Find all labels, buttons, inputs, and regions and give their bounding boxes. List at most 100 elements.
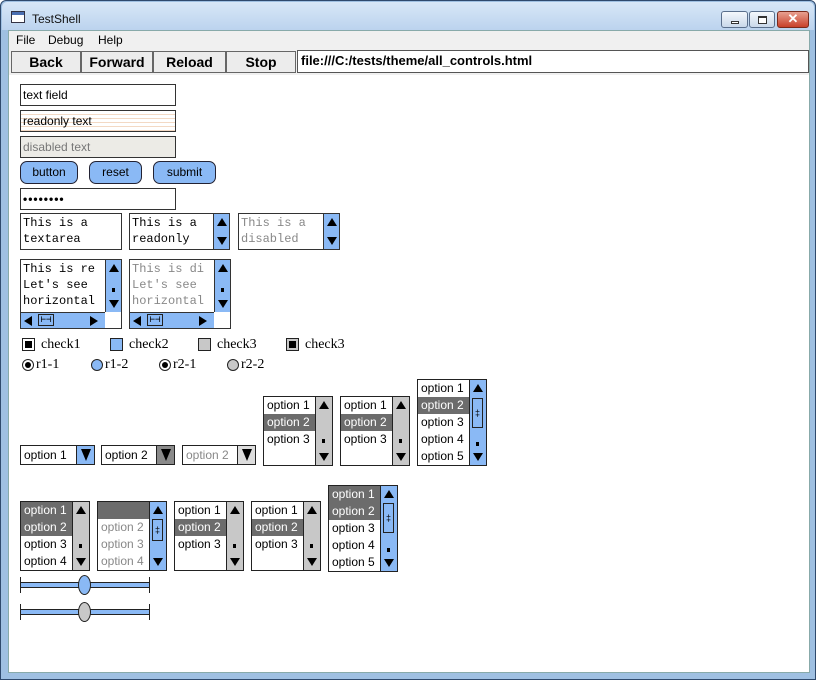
scroll-up-icon[interactable]	[473, 384, 483, 392]
vertical-scrollbar[interactable]	[226, 502, 243, 570]
scroll-down-icon[interactable]	[307, 558, 317, 566]
listbox[interactable]: option 1 option 2 option 3	[340, 396, 410, 466]
checkbox-2[interactable]	[110, 338, 123, 351]
close-button[interactable]: ✕	[777, 11, 809, 28]
vertical-scrollbar[interactable]: ‡	[469, 380, 486, 465]
range-slider[interactable]	[20, 602, 150, 622]
scroll-down-icon[interactable]	[217, 237, 227, 245]
list-option[interactable]: option 3	[24, 537, 67, 551]
scroll-thumb[interactable]	[310, 544, 313, 548]
list-option[interactable]: option 5	[332, 555, 375, 569]
scroll-up-icon[interactable]	[109, 264, 119, 272]
list-option[interactable]: option 4	[421, 432, 464, 446]
list-option[interactable]: option 3	[344, 432, 387, 446]
range-slider[interactable]	[20, 575, 150, 595]
list-option[interactable]: option 3	[332, 521, 375, 535]
scroll-right-icon[interactable]	[90, 316, 98, 326]
list-option[interactable]: option 1	[255, 503, 298, 517]
scroll-thumb[interactable]	[399, 439, 402, 443]
scroll-down-icon[interactable]	[76, 558, 86, 566]
list-option[interactable]: option 1	[267, 398, 310, 412]
vertical-scrollbar[interactable]: ‡	[380, 486, 397, 571]
back-button[interactable]: Back	[11, 51, 81, 73]
scroll-left-icon[interactable]	[24, 316, 32, 326]
scroll-up-icon[interactable]	[384, 490, 394, 498]
scroll-up-icon[interactable]	[230, 506, 240, 514]
url-input[interactable]: file:///C:/tests/theme/all_controls.html	[297, 50, 809, 73]
vertical-scrollbar[interactable]	[72, 502, 89, 570]
list-option[interactable]: option 1	[178, 503, 221, 517]
vertical-scrollbar[interactable]	[315, 397, 332, 465]
listbox[interactable]: option 1 option 2 option 3 option 4 opti…	[328, 485, 398, 572]
scroll-down-icon[interactable]	[384, 559, 394, 567]
listbox[interactable]: option 1 option 2 option 3	[263, 396, 333, 466]
password-field[interactable]: ••••••••	[20, 188, 176, 210]
maximize-button[interactable]	[749, 11, 775, 28]
scroll-down-icon[interactable]	[319, 453, 329, 461]
list-option[interactable]: option 3	[255, 537, 298, 551]
scroll-thumb[interactable]	[233, 544, 236, 548]
vertical-scrollbar[interactable]	[213, 214, 229, 249]
submit-button[interactable]: submit	[153, 161, 216, 184]
listbox[interactable]: option 1 option 2 option 3	[174, 501, 244, 571]
list-option[interactable]: option 4	[24, 554, 67, 568]
radio-3[interactable]	[159, 359, 171, 371]
list-option[interactable]: option 3	[267, 432, 310, 446]
scroll-thumb[interactable]: ⊢⊣	[38, 314, 54, 326]
scroll-up-icon[interactable]	[396, 401, 406, 409]
client-area: File Debug Help Back Forward Reload Stop…	[8, 30, 810, 673]
scroll-down-icon[interactable]	[109, 300, 119, 308]
scroll-down-icon[interactable]	[230, 558, 240, 566]
slider-thumb[interactable]	[78, 575, 91, 595]
menu-help[interactable]: Help	[98, 33, 123, 47]
dropdown-button[interactable]	[76, 446, 94, 464]
checkbox-1[interactable]	[22, 338, 35, 351]
reset-button[interactable]: reset	[89, 161, 142, 184]
scroll-thumb[interactable]: ‡	[472, 398, 483, 428]
scroll-down-icon[interactable]	[473, 453, 483, 461]
button[interactable]: button	[20, 161, 78, 184]
select-dropdown[interactable]: option 1	[20, 445, 95, 465]
textarea-line: This is di	[132, 262, 205, 276]
scroll-up-icon[interactable]	[307, 506, 317, 514]
scroll-thumb[interactable]	[79, 544, 82, 548]
dropdown-button[interactable]	[156, 446, 174, 464]
listbox[interactable]: option 1 option 2 option 3 option 4	[20, 501, 90, 571]
vertical-scrollbar[interactable]	[105, 260, 121, 312]
readonly-text-field[interactable]: readonly text	[20, 110, 176, 132]
reload-button[interactable]: Reload	[153, 51, 226, 73]
forward-button[interactable]: Forward	[81, 51, 153, 73]
title-bar[interactable]: TestShell ✕	[2, 2, 814, 30]
radio-2[interactable]	[91, 359, 103, 371]
list-option[interactable]: option 1	[421, 381, 464, 395]
vertical-scrollbar[interactable]	[303, 502, 320, 570]
list-option[interactable]: option 5	[421, 449, 464, 463]
select-dropdown[interactable]: option 2	[101, 445, 175, 465]
listbox[interactable]: option 1 option 2 option 3	[251, 501, 321, 571]
list-option[interactable]: option 3	[178, 537, 221, 551]
scroll-up-icon[interactable]	[319, 401, 329, 409]
listbox[interactable]: option 1 option 2 option 3 option 4 opti…	[417, 379, 487, 466]
scroll-thumb[interactable]	[322, 439, 325, 443]
vertical-scrollbar[interactable]	[392, 397, 409, 465]
stop-button[interactable]: Stop	[226, 51, 296, 73]
scroll-down-icon[interactable]	[396, 453, 406, 461]
scroll-thumb[interactable]: ‡	[383, 503, 394, 533]
list-option[interactable]: option 1	[344, 398, 387, 412]
slider-thumb[interactable]	[78, 602, 91, 622]
list-option[interactable]: option 3	[421, 415, 464, 429]
scroll-up-icon[interactable]	[217, 218, 227, 226]
text-field[interactable]: text field	[20, 84, 176, 106]
menu-file[interactable]: File	[16, 33, 36, 47]
scroll-up-icon[interactable]	[76, 506, 86, 514]
minimize-button[interactable]	[721, 11, 748, 28]
menu-debug[interactable]: Debug	[48, 33, 84, 47]
horizontal-scrollbar[interactable]: ⊢⊣	[21, 312, 105, 328]
radio-1[interactable]	[22, 359, 34, 371]
scroll-thumb[interactable]	[112, 288, 115, 292]
list-option[interactable]: option 4	[332, 538, 375, 552]
